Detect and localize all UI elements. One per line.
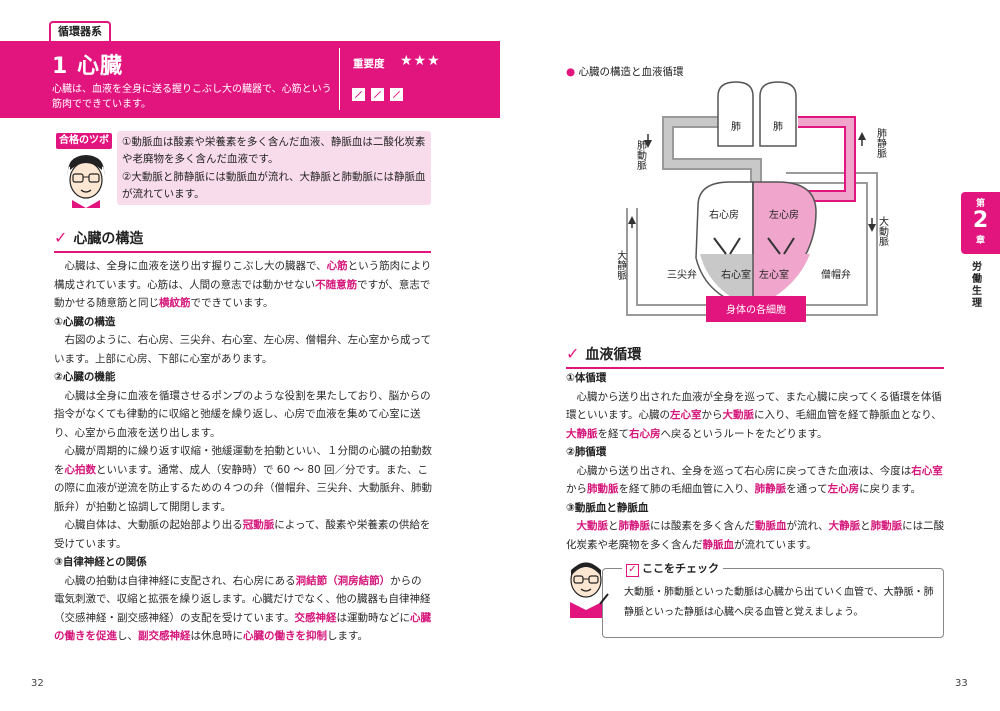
- paragraph: 心臓が周期的に繰り返す収縮・弛緩運動を拍動といい、１分間の心臓の拍動数を心拍数と…: [54, 445, 432, 513]
- paragraph: 心臓は全身に血液を循環させるポンプのような役割を果たしており、脳からの指令がなく…: [54, 389, 431, 439]
- page-number-right: 33: [955, 678, 968, 689]
- lung-right-shape: [759, 81, 797, 147]
- paragraph: 心臓から送り出され、全身を巡って右心房に戻ってきた血液は、今度は右心室から肺動脈…: [566, 464, 943, 496]
- tips-label: 合格のツボ: [56, 133, 112, 149]
- section-heading-text: 血液循環: [585, 347, 642, 363]
- title-divider: [339, 48, 340, 110]
- label-mitral: 僧帽弁: [821, 268, 851, 281]
- label-right-atrium: 右心房: [709, 208, 739, 221]
- paragraph: 心臓の拍動は自律神経に支配され、右心房にある洞結節（洞房結節）からの電気刺激で、…: [54, 574, 431, 643]
- section-heading: ✓ 血液循環: [566, 344, 641, 364]
- checkmark-icon: ✓: [626, 564, 639, 577]
- importance-stars: ★★★: [400, 53, 441, 69]
- check-point-text: 大動脈・肺動脈といった動脈は心臓から出ていく血管で、大静脈・肺静脈といった静脈は…: [624, 587, 934, 618]
- check-icon: ✓: [54, 228, 68, 247]
- section-heading: ✓ 心臓の構造: [54, 228, 143, 248]
- section-rule: [566, 367, 944, 369]
- review-checkbox[interactable]: [390, 88, 403, 101]
- tips-box: [117, 131, 431, 205]
- subheading: ③動脈血と静脈血: [566, 501, 649, 514]
- paragraph: 心臓は、全身に血液を送り出す握りこぶし大の臓器で、心筋という筋肉により構成されて…: [54, 260, 432, 309]
- label-body-cells: 身体の各細胞: [726, 303, 786, 316]
- label-aorta: 大動脈: [877, 215, 889, 247]
- diagram-caption: ● 心臓の構造と血液循環: [566, 66, 684, 78]
- label-vena-cava: 大静脈: [618, 249, 627, 281]
- heart-circulation-diagram: 肺 肺 肺動脈 肺静脈 右心房 左心房 右心室 左心室 三尖弁 僧帽弁 大静脈 …: [618, 81, 889, 322]
- bullet-icon: ●: [566, 66, 576, 78]
- importance-label: 重要度: [353, 58, 385, 70]
- title-description: 心臓は、血液を全身に送る握りこぶし大の臓器で、心筋という筋肉でできています。: [52, 84, 332, 110]
- page-number-left: 32: [31, 678, 44, 689]
- label-pulmonary-vein: 肺静脈: [875, 128, 887, 159]
- label-right-ventricle: 右心室: [721, 268, 751, 281]
- category-tab: 循環器系: [49, 21, 111, 41]
- chapter-name: 労働生理: [972, 262, 982, 309]
- tip-item: ②大動脈と肺静脈には動脈血が流れ、大静脈と肺動脈には静脈血が流れています。: [122, 171, 426, 200]
- subheading: ③自律神経との関係: [54, 556, 147, 568]
- label-pulmonary-artery: 肺動脈: [635, 140, 647, 171]
- check-point-box: [602, 568, 944, 638]
- check-icon: ✓: [566, 344, 580, 363]
- review-checkbox[interactable]: [371, 88, 384, 101]
- chapter-tab-prefix: 第: [975, 199, 985, 209]
- teacher-pointing-icon: [570, 562, 609, 618]
- right-body: ①体循環 心臓から送り出された血液が全身を巡って、また心臓に戻ってくる循環を体循…: [566, 369, 946, 554]
- paragraph: 大動脈と肺静脈には酸素を多く含んだ動脈血が流れ、大静脈と肺動脈には二酸化炭素や老…: [566, 520, 945, 551]
- chapter-tab-number: 2: [972, 208, 989, 233]
- check-point-label: ✓ここをチェック: [622, 560, 723, 577]
- subheading: ①体循環: [566, 372, 607, 384]
- teacher-face-icon: [67, 155, 105, 208]
- label-lung-right: 肺: [773, 121, 783, 133]
- subheading: ①心臓の構造: [54, 315, 116, 328]
- paragraph: 右図のように、右心房、三尖弁、右心室、左心房、僧帽弁、左心室から成っています。上…: [54, 334, 432, 365]
- label-left-atrium: 左心房: [769, 208, 799, 221]
- section-rule: [54, 251, 431, 253]
- tip-item: ①動脈血は酸素や栄養素を多く含んだ血液、静脈血は二酸化炭素や老廃物を多く含んだ血…: [122, 136, 426, 165]
- subheading: ②肺循環: [566, 446, 607, 458]
- section-heading-text: 心臓の構造: [73, 231, 144, 247]
- lung-left-shape: [717, 81, 754, 147]
- chapter-tab[interactable]: 第 2 章: [961, 192, 1000, 254]
- left-body: 心臓は、全身に血液を送り出す握りこぶし大の臓器で、心筋という筋肉により構成されて…: [54, 257, 432, 646]
- title-band: [0, 41, 500, 118]
- review-checkboxes: [352, 86, 409, 105]
- subheading: ②心臓の機能: [54, 371, 116, 383]
- label-lung-left: 肺: [731, 121, 741, 133]
- review-checkbox[interactable]: [352, 88, 365, 101]
- label-left-ventricle: 左心室: [759, 268, 789, 281]
- paragraph: 心臓から送り出された血液が全身を巡って、また心臓に戻ってくる循環を体循環といいま…: [566, 390, 942, 440]
- page-title: 1 心臓: [52, 54, 123, 79]
- label-tricuspid: 三尖弁: [667, 268, 697, 281]
- chapter-tab-suffix: 章: [975, 236, 985, 246]
- paragraph: 心臓自体は、大動脈の起始部より出る冠動脈によって、酸素や栄養素の供給を受けていま…: [54, 519, 431, 550]
